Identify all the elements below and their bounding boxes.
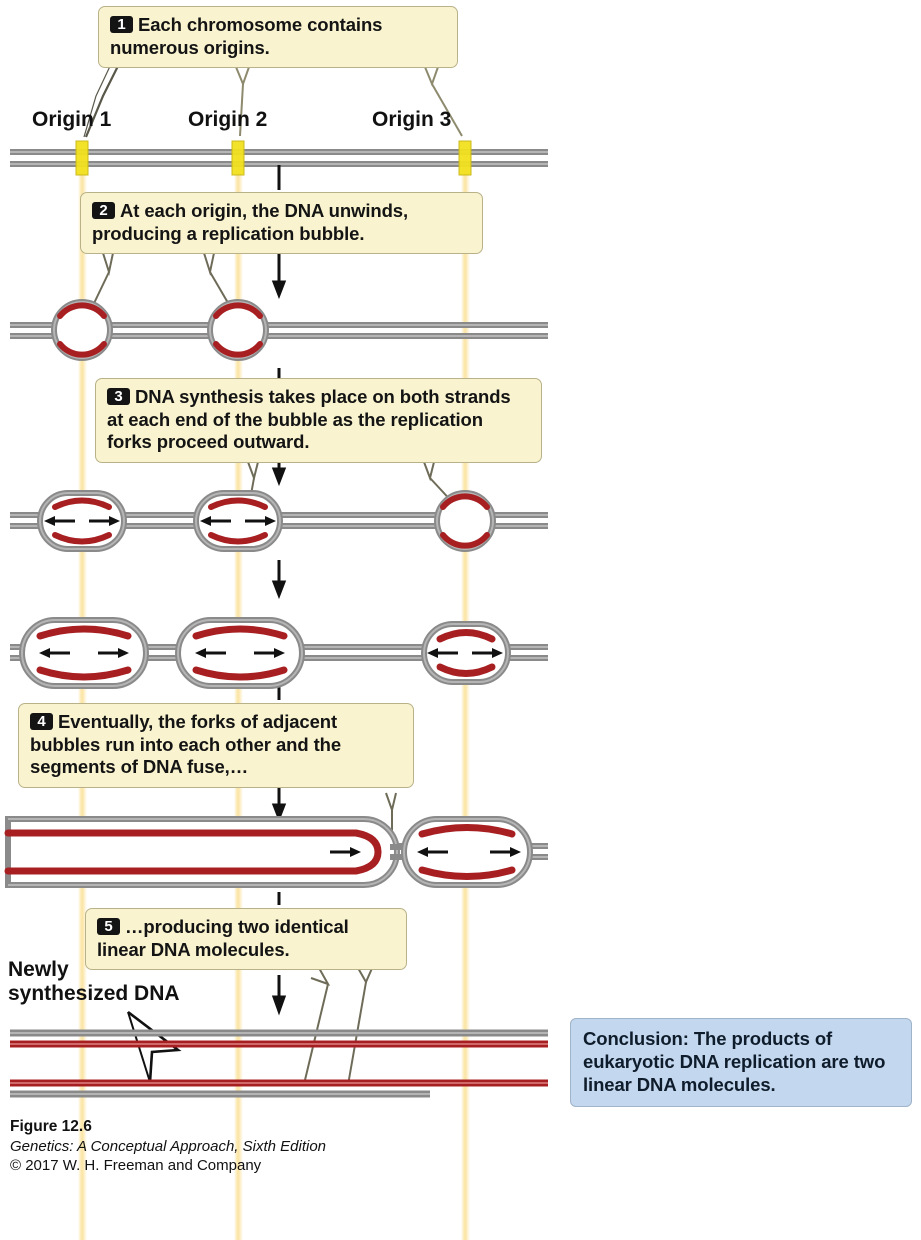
step-text-2: At each origin, the DNA unwinds, produci… <box>92 200 409 244</box>
step-text-1: Each chromosome contains numerous origin… <box>110 14 383 58</box>
step-text-3: DNA synthesis takes place on both strand… <box>107 386 511 453</box>
origin-label-2: Origin 2 <box>188 108 268 131</box>
conclusion-box: Conclusion: The products of eukaryotic D… <box>570 1018 912 1107</box>
replication-bubble <box>51 299 113 361</box>
figure-number: Figure 12.6 <box>10 1118 92 1135</box>
origin-label-3: Origin 3 <box>372 108 452 131</box>
replication-bubble <box>421 621 511 685</box>
leader-lines-step1 <box>83 61 463 138</box>
replication-bubble <box>193 490 283 552</box>
flow-arrows <box>271 165 287 1016</box>
row-unreplicated-chromosome <box>10 149 548 167</box>
step-badge-1: 1 <box>110 16 133 33</box>
origin-label-1: Origin 1 <box>32 108 112 131</box>
fused-replication-bubble <box>4 816 400 888</box>
replication-bubble <box>207 299 269 361</box>
daughter-dna-molecule <box>10 1029 548 1048</box>
row-two-molecules <box>10 1029 548 1098</box>
daughter-dna-molecule <box>10 1079 548 1098</box>
replication-bubble <box>401 816 533 888</box>
row-bubbles-fusing <box>4 816 548 888</box>
step-text-5: …producing two identical linear DNA mole… <box>97 916 349 960</box>
step-badge-4: 4 <box>30 713 53 730</box>
step-text-4: Eventually, the forks of adjacent bubble… <box>30 711 342 778</box>
step-badge-2: 2 <box>92 202 115 219</box>
row-bubbles-formed <box>10 299 548 361</box>
step-badge-5: 5 <box>97 918 120 935</box>
newly-synthesized-line-1: Newly <box>8 958 69 981</box>
dna-replication-artwork <box>4 61 548 1098</box>
row-bubbles-enlarged <box>10 617 548 689</box>
step-badge-3: 3 <box>107 388 130 405</box>
origin-markers <box>75 140 472 176</box>
newly-synthesized-line-2: synthesized DNA <box>8 982 180 1006</box>
row-forks-proceed <box>10 490 548 552</box>
replication-bubble <box>19 617 149 689</box>
replication-bubble <box>175 617 305 689</box>
figure-copyright: © 2017 W. H. Freeman and Company <box>10 1157 262 1174</box>
replication-bubble <box>37 490 127 552</box>
replication-bubble <box>434 490 496 552</box>
newly-synthesized-dna-label: Newly synthesized DNA <box>8 958 180 1006</box>
figure-source: Genetics: A Conceptual Approach, Sixth E… <box>10 1138 327 1155</box>
leader-lines-step5 <box>304 965 374 1086</box>
callout-step-5: 5…producing two identical linear DNA mol… <box>85 908 407 971</box>
figure-caption: Figure 12.6 Genetics: A Conceptual Appro… <box>10 1118 530 1174</box>
